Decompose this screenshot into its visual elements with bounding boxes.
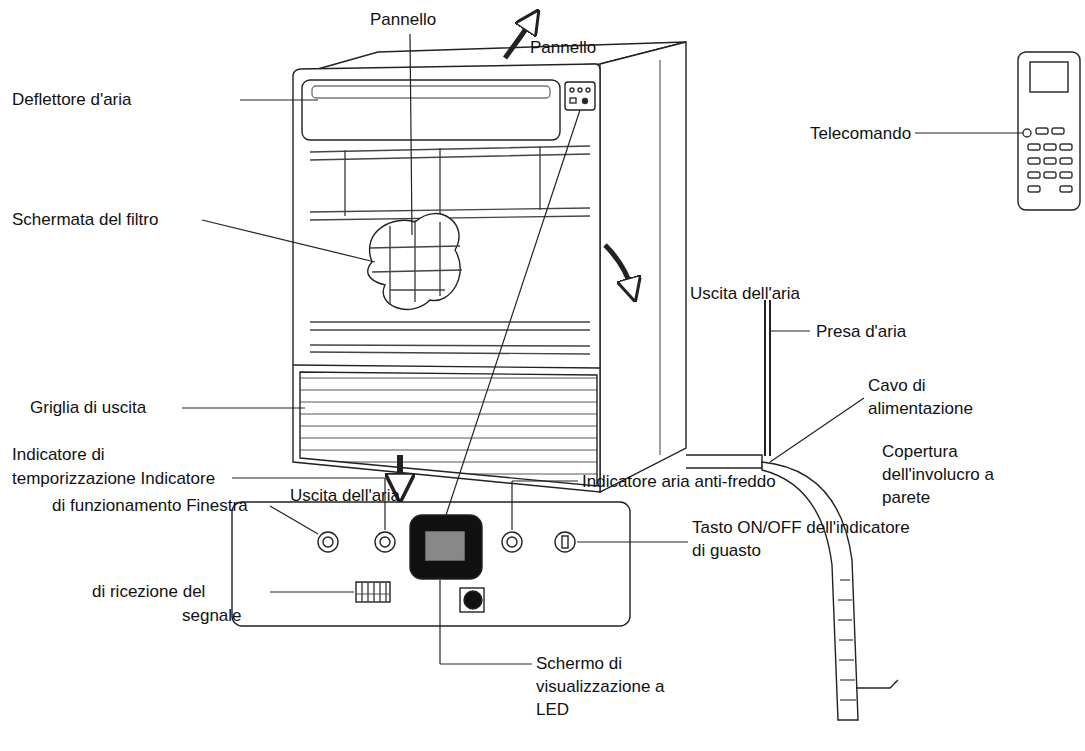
- part-label: Tasto ON/OFF dell'indicatore di guasto: [692, 516, 922, 562]
- filter-grid: [370, 220, 462, 305]
- deflector-edge: [312, 86, 550, 98]
- part-label: Telecomando: [810, 122, 911, 145]
- outlet-grille: [300, 372, 597, 486]
- part-label: Uscita dell'aria: [690, 282, 800, 305]
- part-label: Indicatore aria anti-freddo: [582, 470, 776, 493]
- remote-control: [1018, 52, 1080, 210]
- part-label: Deflettore d'aria: [12, 88, 131, 111]
- leader-lines: [182, 34, 1023, 664]
- unit-front: [293, 64, 600, 492]
- part-label: di funzionamento Finestra: [52, 494, 248, 517]
- panel-arrow: [505, 20, 532, 58]
- part-label: temporizzazione Indicatore: [12, 467, 215, 490]
- part-label: Indicatore di: [12, 443, 105, 466]
- part-label: Copertura dell'involucro a parete: [882, 440, 1012, 509]
- part-label: Presa d'aria: [816, 320, 906, 343]
- part-label: segnale: [182, 604, 242, 627]
- wall-cover: [762, 462, 858, 720]
- part-label: Pannello: [370, 8, 436, 31]
- air-intake-pipe: [769, 300, 771, 456]
- part-label: Uscita dell'aria: [290, 484, 400, 507]
- unit-side: [600, 42, 686, 492]
- part-label: di ricezione del: [92, 580, 205, 603]
- led-display: [410, 515, 482, 579]
- side-edge: [659, 60, 660, 455]
- air-deflector: [302, 80, 560, 140]
- bottom-outlet-arrow: [397, 455, 403, 488]
- front-louvers: [310, 146, 590, 354]
- air-intake-pipe: [764, 300, 766, 456]
- part-label: Schermo di visualizzazione a LED: [536, 652, 666, 721]
- remote-buttons: [1023, 128, 1072, 192]
- part-label: Griglia di uscita: [30, 396, 146, 419]
- grille-edge: [293, 365, 600, 368]
- filter-window: [368, 214, 460, 310]
- control-panel-detail: [232, 502, 630, 626]
- side-outlet-arrow: [605, 245, 632, 290]
- cover-ribs: [838, 580, 856, 700]
- signal-window: [356, 582, 390, 602]
- remote-screen: [1030, 62, 1068, 92]
- pipe: [686, 455, 762, 468]
- onoff-button-face: [464, 591, 482, 609]
- part-label: Schermata del filtro: [12, 208, 158, 231]
- part-label: Pannello: [530, 36, 596, 59]
- control-panel: [565, 82, 595, 110]
- panel-dots: [570, 88, 590, 104]
- plug-cable: [856, 680, 898, 688]
- led-screen: [426, 532, 464, 560]
- onoff-button: [460, 588, 484, 612]
- part-label: Cavo di alimentazione: [868, 374, 998, 420]
